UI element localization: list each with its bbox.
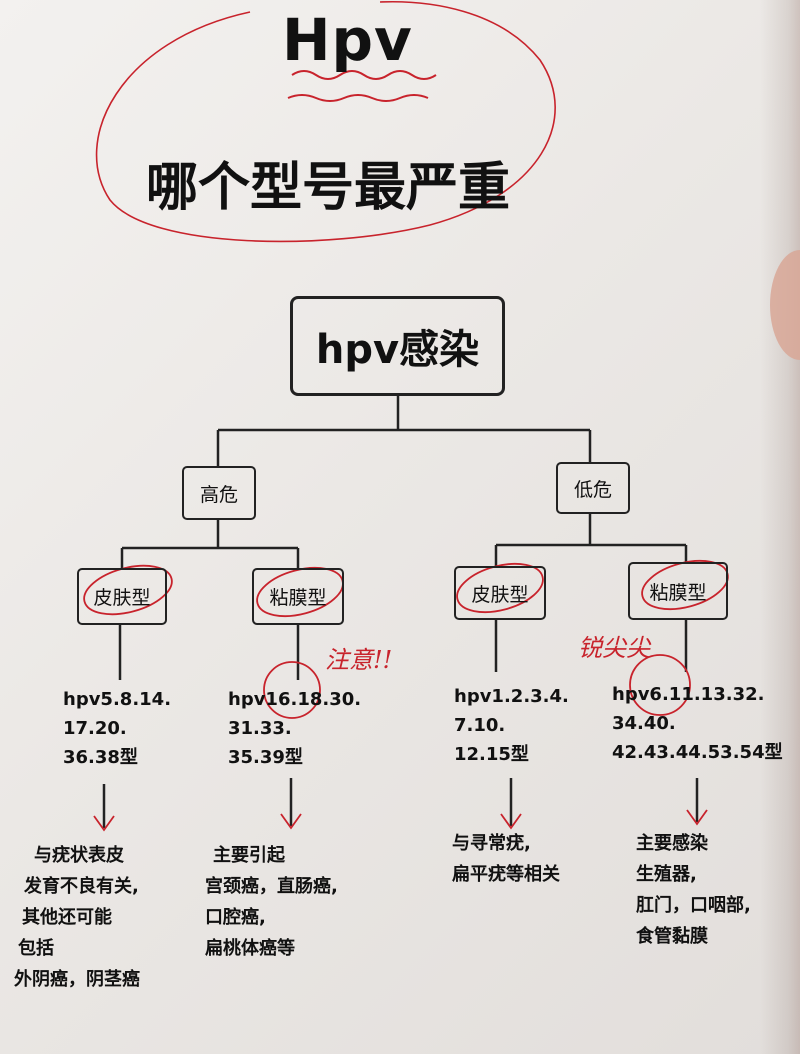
desc-high-skin: 与疣状表皮 发育不良有关, 其他还可能 包括 外阴癌，阴茎癌 [14,845,140,990]
node-high-mucosa: 粘膜型 [252,568,344,625]
types-low-mucosa: hpv6.11.13.32. 34.40. 42.43.44.53.54型 [612,684,783,763]
root-node: hpv感染 [290,296,505,396]
node-low-skin: 皮肤型 [454,566,546,620]
title-underline-squiggle-2 [287,94,429,102]
node-high-skin: 皮肤型 [77,568,167,625]
node-low-mucosa: 粘膜型 [628,562,728,620]
types-high-mucosa: hpv16.18.30. 31.33. 35.39型 [228,689,362,768]
title-underline-squiggle [291,70,437,80]
annotation-note-low: 锐尖尖 [578,634,650,662]
page-title: Hpv [282,6,413,74]
paper-shadow [760,0,800,1054]
node-high-risk: 高危 [182,466,256,520]
desc-high-mucosa: 主要引起 宫颈癌，直肠癌, 口腔癌, 扁桃体癌等 [205,845,338,959]
types-low-skin: hpv1.2.3.4. 7.10. 12.15型 [454,686,569,765]
desc-low-skin: 与寻常疣, 扁平疣等相关 [452,833,560,885]
title-red-circle [95,0,556,243]
types-high-skin: hpv5.8.14. 17.20. 36.38型 [63,689,172,768]
page-subtitle: 哪个型号最严重 [146,158,511,218]
node-low-risk: 低危 [556,462,630,514]
annotation-note-high: 注意!! [325,646,393,674]
desc-low-mucosa: 主要感染 生殖器, 肛门，口咽部, 食管黏膜 [636,833,751,947]
